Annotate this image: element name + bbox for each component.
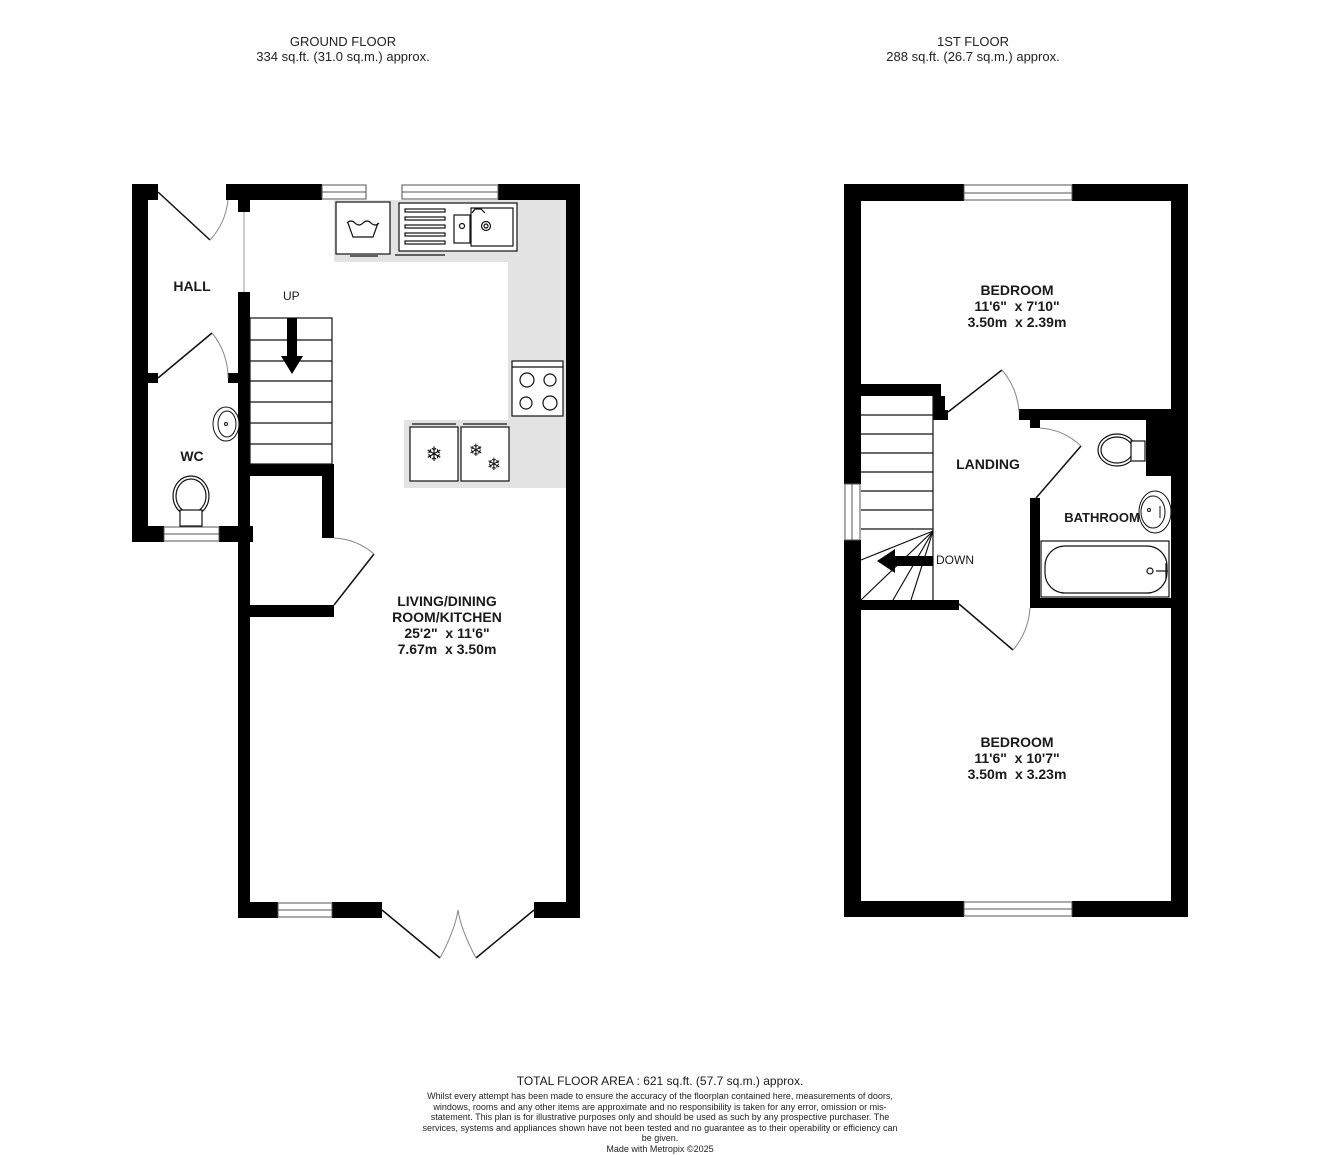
ground-floor-area: 334 sq.ft. (31.0 sq.m.) approx. xyxy=(256,49,430,64)
room-label-landing: LANDING xyxy=(956,456,1020,472)
first-floor-stairs xyxy=(860,396,934,601)
room-label-bedroom-2: BEDROOM 11'6" x 10'7" 3.50m x 3.23m xyxy=(967,734,1067,782)
stairs-down-arrow-icon xyxy=(877,549,933,573)
sink-icon xyxy=(395,202,518,256)
svg-text:❄: ❄ xyxy=(487,455,501,475)
ground-floor-walls xyxy=(132,184,580,918)
ground-floor-doors xyxy=(157,191,535,959)
freezer-icon: ❄ ❄ xyxy=(460,423,510,482)
hob-icon xyxy=(511,360,564,417)
room-label-hall: HALL xyxy=(173,278,211,294)
ground-floor-windows xyxy=(163,184,499,918)
first-floor-title: 1ST FLOOR xyxy=(936,34,1009,49)
first-floor-plan xyxy=(844,184,1188,917)
svg-text:❄: ❄ xyxy=(469,441,483,461)
basin-icon xyxy=(212,406,240,442)
washing-machine-icon xyxy=(335,201,391,257)
toilet-icon xyxy=(172,475,210,527)
ground-floor-header: GROUND FLOOR 334 sq.ft. (31.0 sq.m.) app… xyxy=(193,34,493,64)
disclaimer-text: Whilst every attempt has been made to en… xyxy=(422,1091,898,1143)
stairs-up-label: UP xyxy=(283,289,300,303)
first-floor-header: 1ST FLOOR 288 sq.ft. (26.7 sq.m.) approx… xyxy=(823,34,1123,64)
stairs-arrow-icon xyxy=(281,318,303,374)
ground-floor-plan: ❄ ❄ ❄ xyxy=(132,184,580,959)
basin-icon xyxy=(1138,490,1172,534)
first-floor-doors xyxy=(947,369,1082,651)
svg-text:❄: ❄ xyxy=(426,442,443,466)
room-label-bathroom: BATHROOM xyxy=(1064,510,1140,525)
first-floor-walls xyxy=(844,184,1188,917)
toilet-icon xyxy=(1097,433,1146,467)
metropix-credit: Made with Metropix ©2025 xyxy=(606,1143,714,1154)
total-floor-area: TOTAL FLOOR AREA : 621 sq.ft. (57.7 sq.m… xyxy=(516,1074,804,1088)
room-label-bedroom-1: BEDROOM 11'6" x 7'10" 3.50m x 2.39m xyxy=(967,282,1067,330)
footer: TOTAL FLOOR AREA : 621 sq.ft. (57.7 sq.m… xyxy=(420,1074,900,1154)
first-floor-area: 288 sq.ft. (26.7 sq.m.) approx. xyxy=(886,49,1060,64)
ground-floor-title: GROUND FLOOR xyxy=(289,34,397,49)
first-floor-windows xyxy=(844,184,1073,917)
fridge-icon: ❄ xyxy=(409,423,459,482)
bath-icon xyxy=(1040,540,1170,598)
stairs-down-label: DOWN xyxy=(936,553,974,567)
room-label-living-dining-kitchen: LIVING/DINING ROOM/KITCHEN 25'2" x 11'6"… xyxy=(392,593,502,657)
room-label-wc: WC xyxy=(180,448,204,464)
